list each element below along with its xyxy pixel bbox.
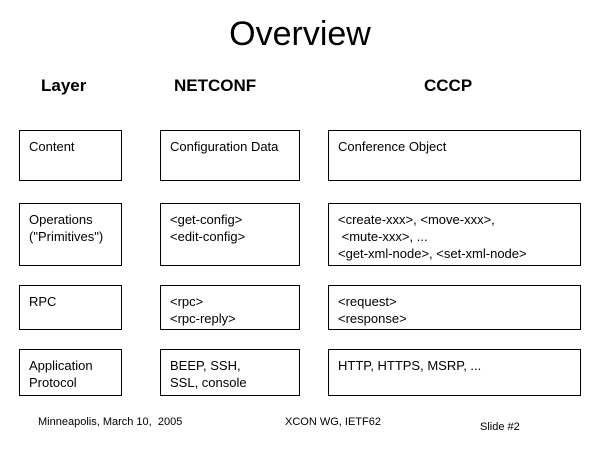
cell-netconf-content: Configuration Data [160, 130, 300, 181]
footer-location-date: Minneapolis, March 10, 2005 [38, 416, 183, 428]
cell-netconf-operations: <get-config> <edit-config> [160, 203, 300, 266]
footer-slide-number: Slide #2 [480, 421, 520, 433]
footer-meeting: XCON WG, IETF62 [285, 416, 381, 428]
column-header-cccp: CCCP [424, 76, 473, 95]
cell-cccp-application-protocol: HTTP, HTTPS, MSRP, ... [328, 349, 581, 396]
cell-layer-content: Content [19, 130, 122, 181]
cell-layer-application-protocol: Application Protocol [19, 349, 122, 396]
cell-layer-rpc: RPC [19, 285, 122, 330]
cell-layer-operations: Operations ("Primitives") [19, 203, 122, 266]
column-header-netconf: NETCONF [174, 76, 257, 95]
cell-cccp-content: Conference Object [328, 130, 581, 181]
cell-netconf-application-protocol: BEEP, SSH, SSL, console [160, 349, 300, 396]
column-header-layer: Layer [41, 76, 87, 95]
cell-netconf-rpc: <rpc> <rpc-reply> [160, 285, 300, 330]
page-title: Overview [229, 15, 371, 53]
cell-cccp-rpc: <request> <response> [328, 285, 581, 330]
cell-cccp-operations: <create-xxx>, <move-xxx>, <mute-xxx>, ..… [328, 203, 581, 266]
